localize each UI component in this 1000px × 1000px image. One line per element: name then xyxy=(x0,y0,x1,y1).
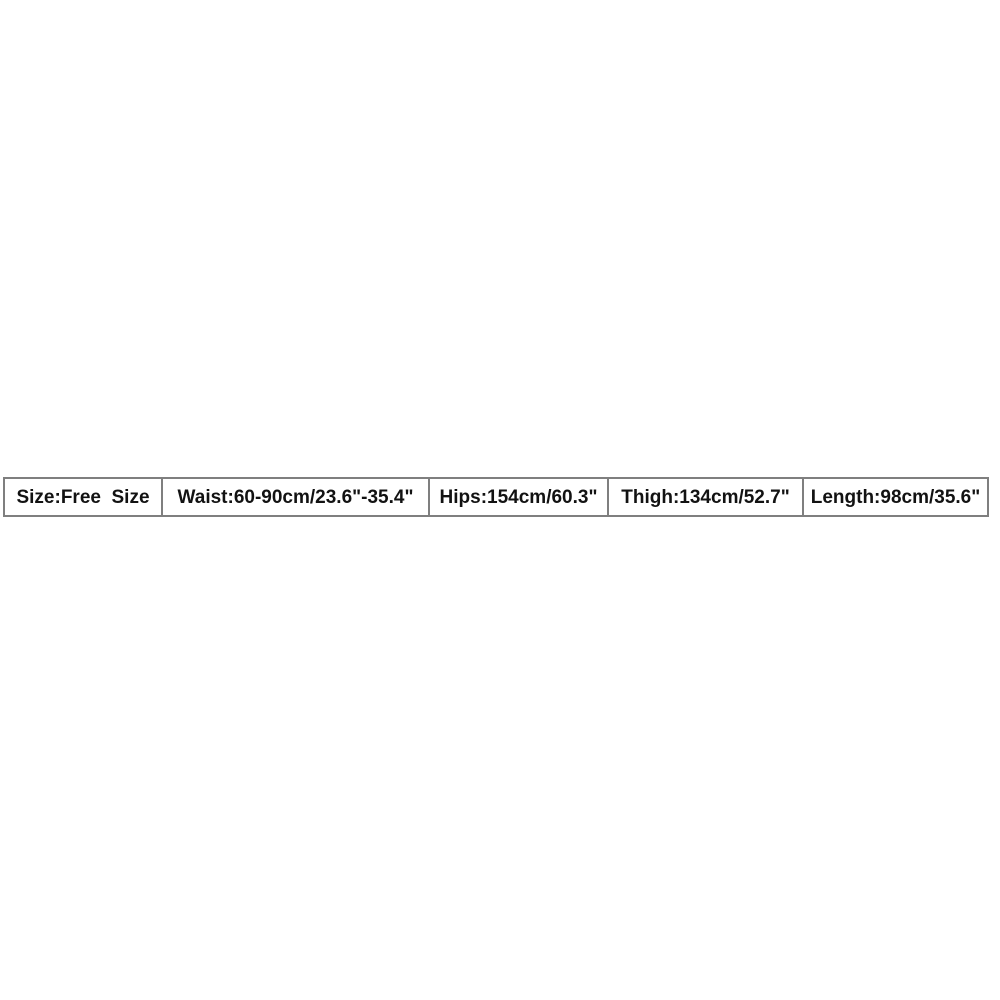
size-cell-thigh: Thigh:134cm/52.7" xyxy=(607,479,802,515)
size-cell-size: Size:Free Size xyxy=(16,486,150,508)
size-cell-length: Length:98cm/35.6" xyxy=(802,479,987,515)
size-cell-hips: Hips:154cm/60.3" xyxy=(428,479,607,515)
size-chart-table: Size:Free Size Waist:60-90cm/23.6"-35.4"… xyxy=(3,477,989,517)
size-cell-waist: Waist:60-90cm/23.6"-35.4" xyxy=(161,479,428,515)
